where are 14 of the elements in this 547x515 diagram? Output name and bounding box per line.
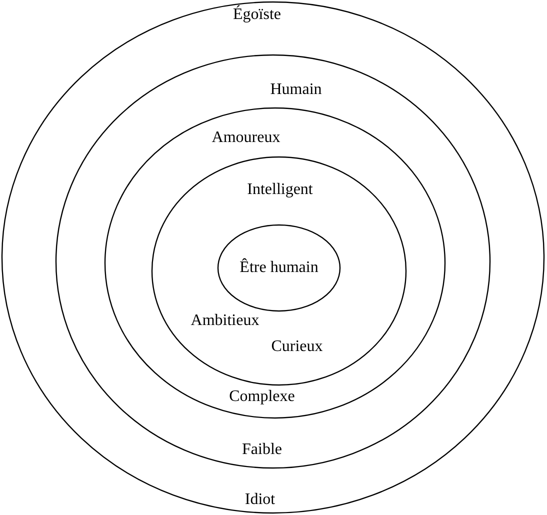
ellipse-ring bbox=[105, 108, 445, 418]
ring-label: Curieux bbox=[271, 338, 323, 356]
ellipse-ring bbox=[218, 225, 340, 311]
ring-label: Égoïste bbox=[233, 6, 281, 24]
ring-label: Ambitieux bbox=[190, 312, 260, 330]
ring-label: Faible bbox=[242, 441, 282, 459]
ring-label: Intelligent bbox=[247, 181, 313, 199]
ring-label: Être humain bbox=[240, 259, 318, 277]
ring-label: Amoureux bbox=[212, 129, 280, 147]
ellipse-ring bbox=[56, 55, 490, 468]
ring-label: Complexe bbox=[229, 388, 295, 406]
ellipse-ring bbox=[152, 157, 406, 385]
ring-label: Idiot bbox=[244, 491, 276, 509]
ring-label: Humain bbox=[270, 81, 322, 99]
